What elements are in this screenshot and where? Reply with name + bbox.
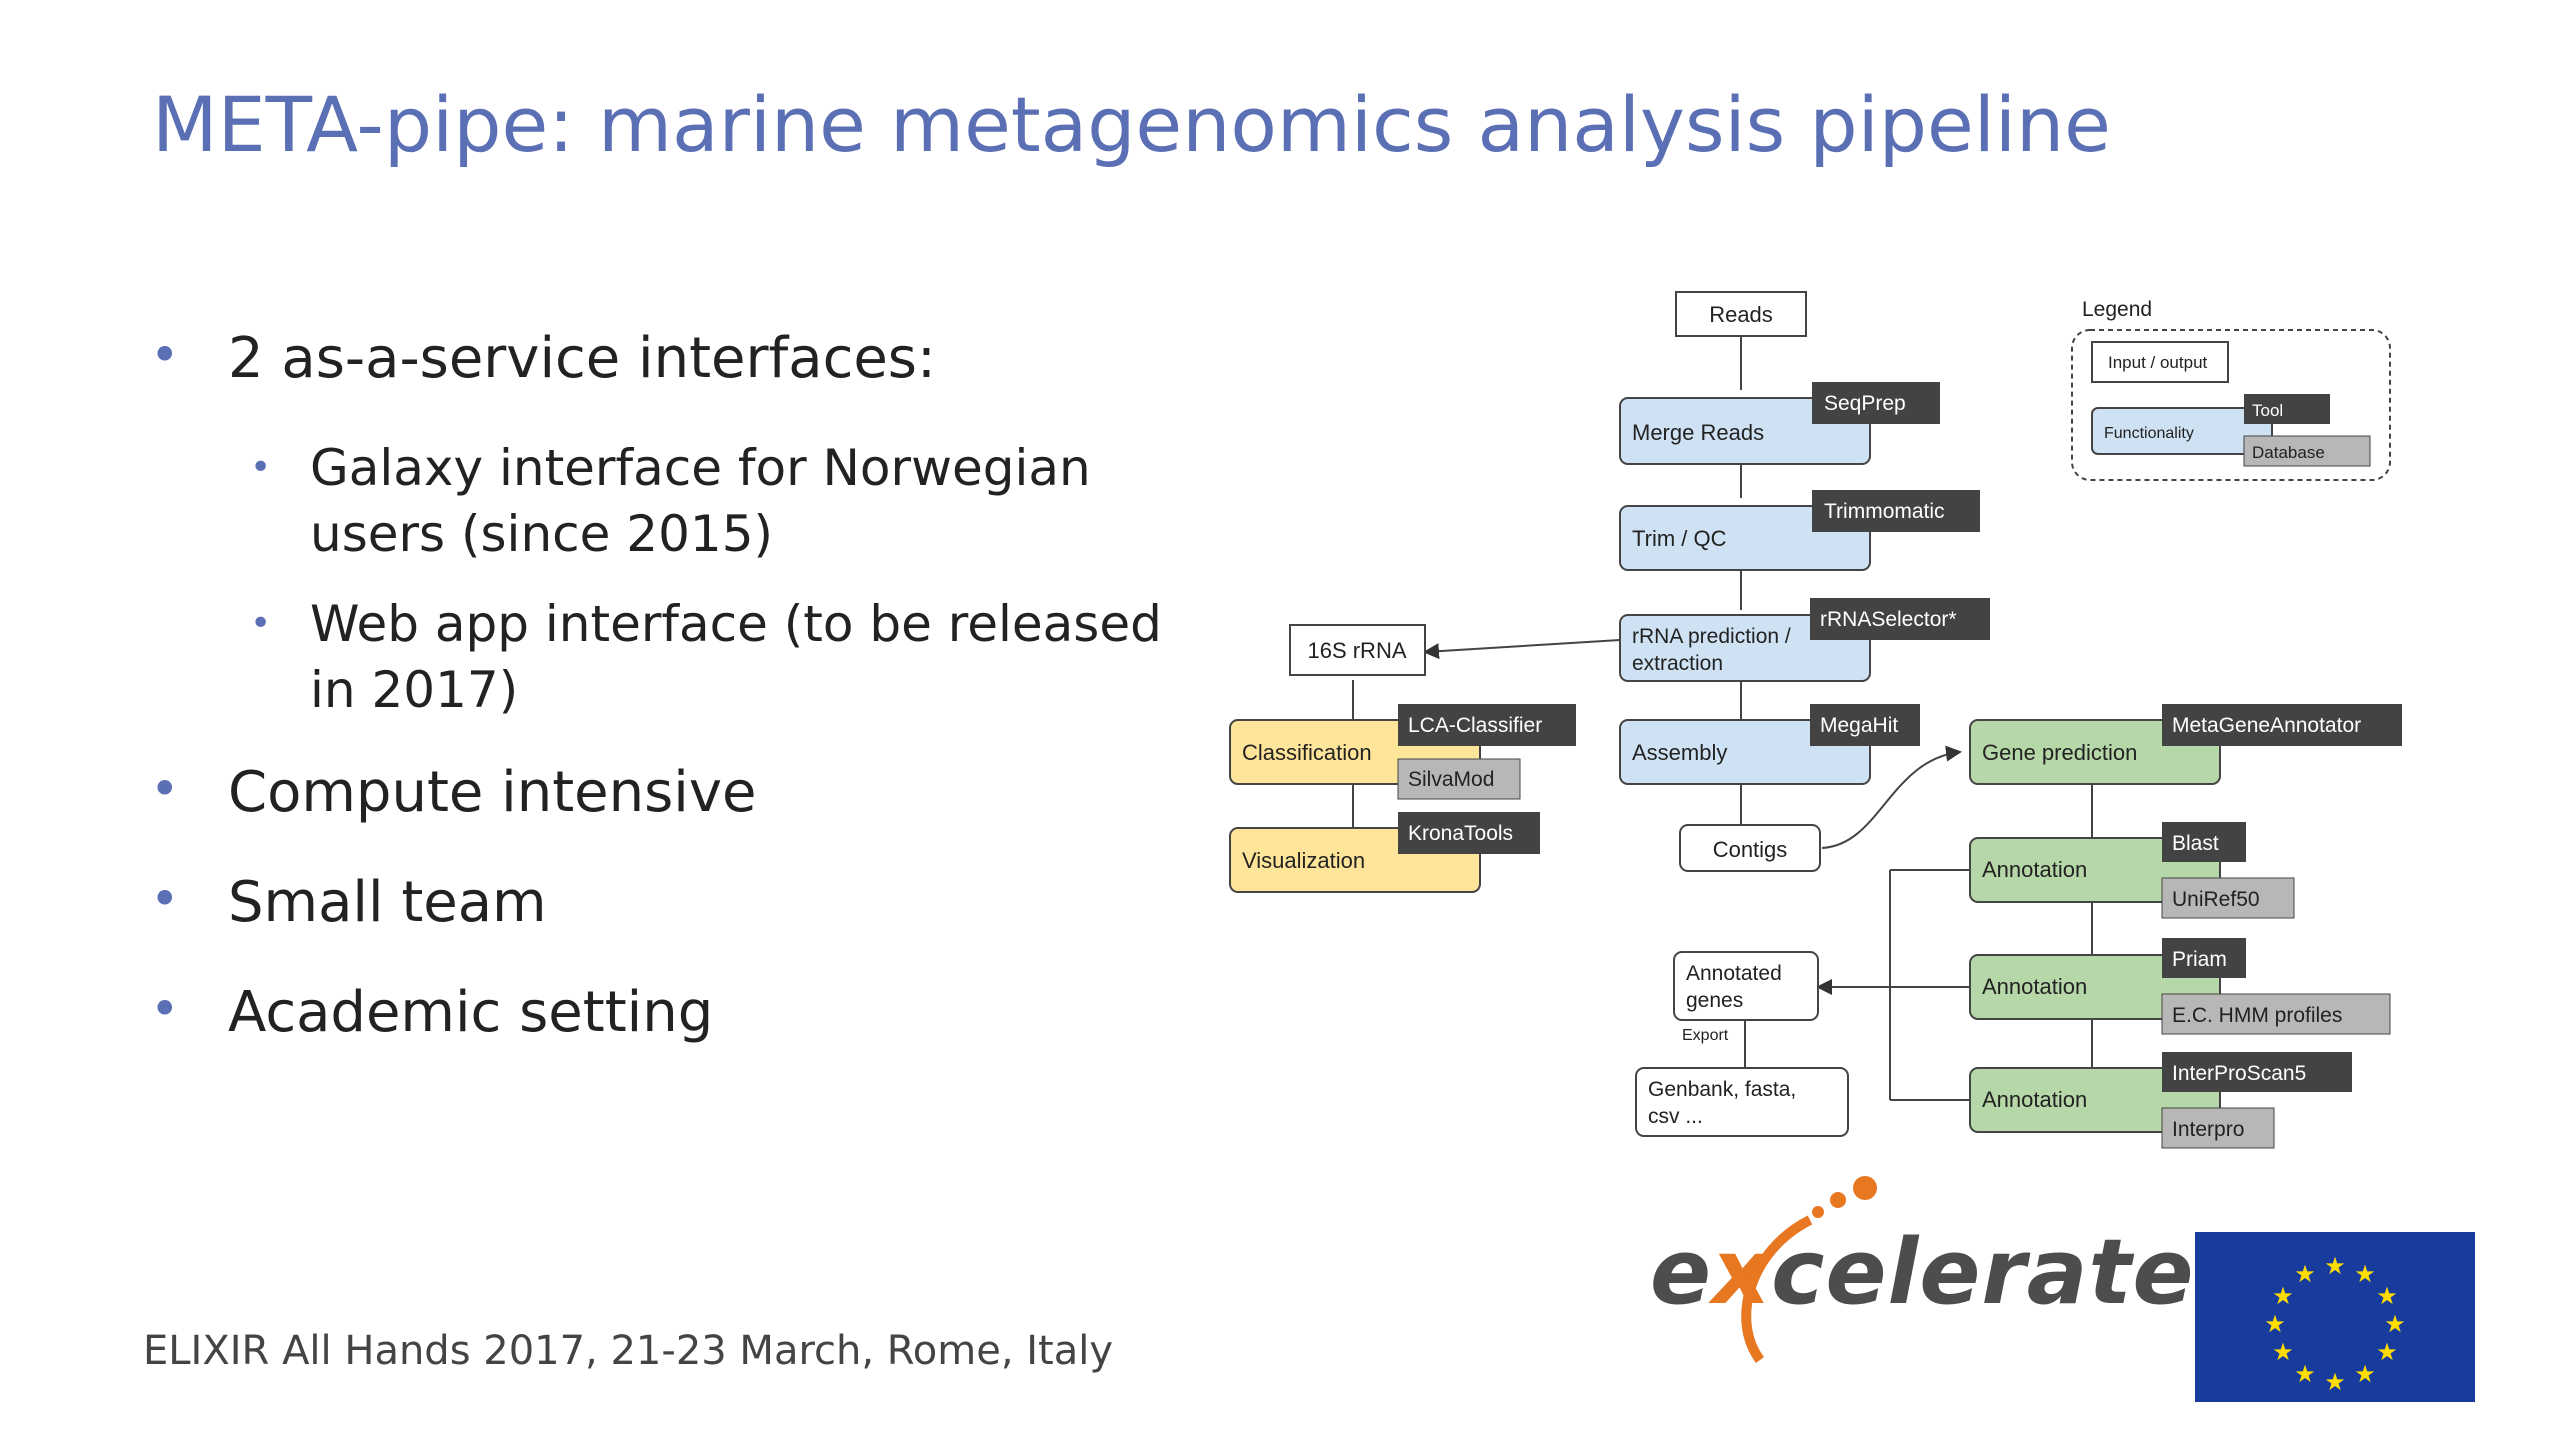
svg-text:★: ★: [2376, 1338, 2398, 1366]
svg-text:rRNASelector*: rRNASelector*: [1820, 608, 1957, 631]
node-trim-qc: Trim / QC Trimmomatic: [1619, 490, 1980, 571]
node-reads: Reads: [1675, 291, 1807, 337]
eu-flag-icon: ★ ★ ★ ★ ★ ★ ★ ★ ★ ★ ★ ★: [2195, 1232, 2475, 1402]
svg-text:★: ★: [2294, 1360, 2316, 1388]
svg-text:★: ★: [2324, 1368, 2346, 1396]
svg-text:Gene prediction: Gene prediction: [1982, 740, 2137, 765]
svg-text:Trim / QC: Trim / QC: [1632, 526, 1727, 551]
bullet-item: Small team: [150, 865, 1200, 937]
svg-text:Export: Export: [1682, 1027, 1729, 1044]
svg-text:Trimmomatic: Trimmomatic: [1824, 500, 1945, 523]
connectors: [1352, 335, 2093, 1101]
svg-text:InterProScan5: InterProScan5: [2172, 1062, 2306, 1085]
node-rrna-prediction: rRNA prediction / extraction rRNASelecto…: [1619, 598, 1990, 682]
svg-text:E.C. HMM profiles: E.C. HMM profiles: [2172, 1004, 2342, 1027]
bullet-item: Academic setting: [150, 975, 1200, 1047]
svg-text:★: ★: [2264, 1310, 2286, 1338]
svg-text:SilvaMod: SilvaMod: [1408, 768, 1494, 791]
logo-text-post: celerate: [1771, 1220, 2195, 1325]
svg-text:Annotation: Annotation: [1982, 1087, 2087, 1112]
slide-title: META-pipe: marine metagenomics analysis …: [152, 80, 2111, 169]
node-classification: Classification LCA-Classifier SilvaMod: [1229, 704, 1576, 800]
svg-text:Blast: Blast: [2172, 832, 2219, 855]
svg-text:Functionality: Functionality: [2104, 425, 2194, 442]
svg-text:Merge Reads: Merge Reads: [1632, 420, 1764, 445]
svg-text:Genbank, fasta,: Genbank, fasta,: [1648, 1078, 1796, 1101]
svg-text:Tool: Tool: [2252, 401, 2283, 420]
logo-text-pre: e: [1650, 1220, 1713, 1325]
svg-text:SeqPrep: SeqPrep: [1824, 392, 1906, 415]
svg-text:Annotation: Annotation: [1982, 974, 2087, 999]
bullet-item: 2 as-a-service interfaces:: [150, 321, 1200, 393]
node-annotated-genes: Annotated genes Export: [1673, 951, 1819, 1044]
svg-text:★: ★: [2376, 1282, 2398, 1310]
legend: Legend Input / output Functionality Tool…: [2071, 298, 2391, 481]
node-annotation-blast: Annotation Blast UniRef50: [1969, 822, 2295, 919]
svg-text:LCA-Classifier: LCA-Classifier: [1408, 714, 1542, 737]
svg-text:genes: genes: [1686, 989, 1743, 1012]
svg-text:Reads: Reads: [1709, 302, 1773, 327]
node-annotation-interpro: Annotation InterProScan5 Interpro: [1969, 1052, 2352, 1149]
svg-text:Interpro: Interpro: [2172, 1118, 2244, 1141]
node-16s-rrna: 16S rRNA: [1289, 624, 1426, 676]
node-genbank: Genbank, fasta, csv ...: [1635, 1067, 1849, 1137]
svg-text:Annotation: Annotation: [1982, 857, 2087, 882]
node-visualization: Visualization KronaTools: [1229, 812, 1540, 893]
svg-text:Input / output: Input / output: [2108, 353, 2208, 372]
slide-footer: ELIXIR All Hands 2017, 21-23 March, Rome…: [143, 1328, 1114, 1374]
excelerate-logo: excelerate: [1650, 1176, 2195, 1363]
svg-text:rRNA prediction /: rRNA prediction /: [1632, 625, 1791, 648]
svg-text:Priam: Priam: [2172, 948, 2227, 971]
svg-text:MetaGeneAnnotator: MetaGeneAnnotator: [2172, 714, 2361, 737]
sub-bullet-item: Web app interface (to be released in 201…: [250, 591, 1200, 723]
svg-text:★: ★: [2324, 1252, 2346, 1280]
svg-text:★: ★: [2272, 1338, 2294, 1366]
svg-text:16S rRNA: 16S rRNA: [1307, 638, 1406, 663]
node-contigs: Contigs: [1679, 824, 1821, 872]
node-assembly: Assembly MegaHit: [1619, 704, 1920, 785]
svg-text:Visualization: Visualization: [1242, 848, 1365, 873]
svg-text:★: ★: [2354, 1360, 2376, 1388]
svg-text:extraction: extraction: [1632, 652, 1723, 675]
svg-text:KronaTools: KronaTools: [1408, 822, 1513, 845]
svg-text:Classification: Classification: [1242, 740, 1372, 765]
svg-text:csv ...: csv ...: [1648, 1105, 1703, 1128]
sub-bullet-item: Galaxy interface for Norwegian users (si…: [250, 435, 1200, 567]
node-annotation-priam: Annotation Priam E.C. HMM profiles: [1969, 938, 2391, 1035]
svg-text:Assembly: Assembly: [1632, 740, 1727, 765]
svg-text:Legend: Legend: [2082, 298, 2152, 321]
svg-text:★: ★: [2272, 1282, 2294, 1310]
svg-text:Database: Database: [2252, 443, 2325, 462]
node-merge-reads: Merge Reads SeqPrep: [1619, 382, 1940, 465]
svg-text:MegaHit: MegaHit: [1820, 714, 1898, 737]
svg-text:★: ★: [2354, 1260, 2376, 1288]
node-gene-prediction: Gene prediction MetaGeneAnnotator: [1969, 704, 2402, 785]
svg-text:Annotated: Annotated: [1686, 962, 1782, 985]
pipeline-diagram: Reads Merge Reads SeqPrep Trim / QC Trim…: [1229, 291, 2402, 1149]
svg-text:UniRef50: UniRef50: [2172, 888, 2260, 911]
svg-text:★: ★: [2294, 1260, 2316, 1288]
dna-swoosh-icon: [1741, 1176, 1877, 1363]
bullet-list: 2 as-a-service interfaces: Galaxy interf…: [150, 321, 1200, 1089]
svg-text:★: ★: [2384, 1310, 2406, 1338]
svg-text:Contigs: Contigs: [1713, 837, 1788, 862]
bullet-item: Compute intensive: [150, 755, 1200, 827]
